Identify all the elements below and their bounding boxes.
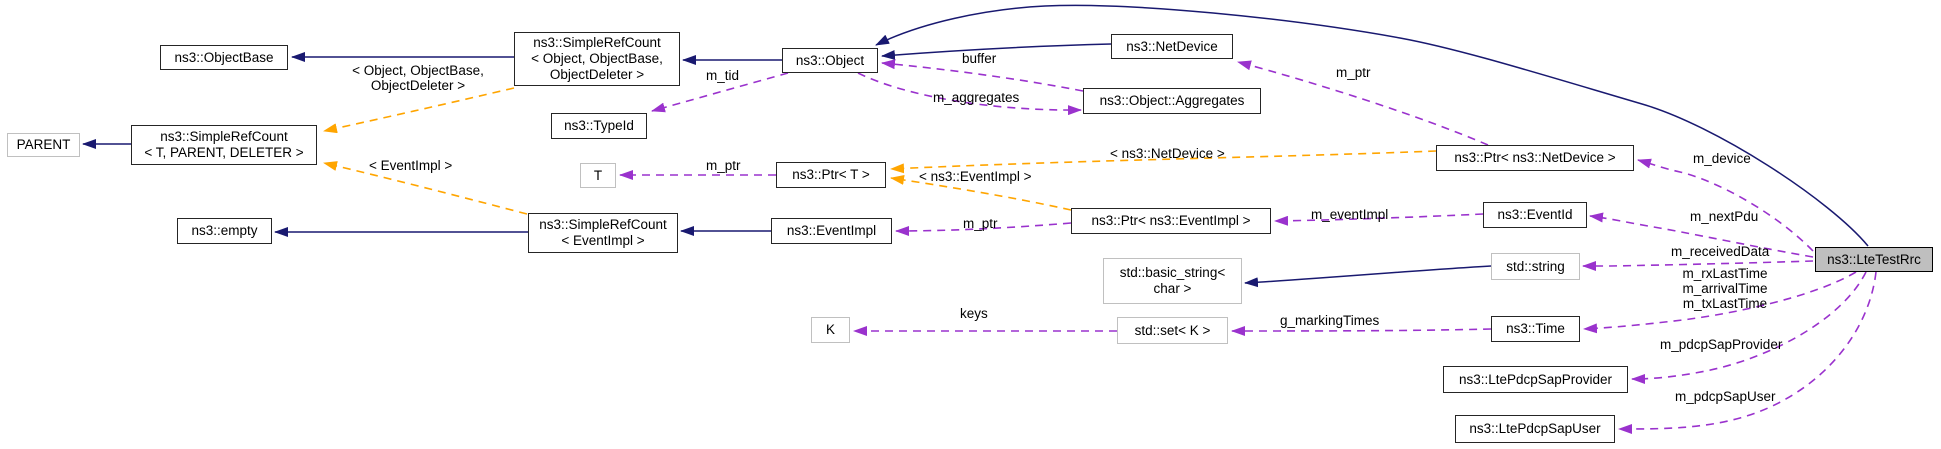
edge-label-m-ptr-t: m_ptr [706, 158, 741, 173]
node-label: < EventImpl > [561, 233, 645, 248]
node-label: < Object, ObjectBase, [531, 51, 663, 66]
node-simplerefcount-t[interactable]: ns3::SimpleRefCount < T, PARENT, DELETER… [131, 125, 317, 165]
edge-label-template-eventimpl: < EventImpl > [369, 158, 453, 173]
edge-m-aggregates [857, 72, 1082, 116]
node-label: ns3::LtePdcpSapUser [1469, 421, 1601, 436]
node-label: ns3::Object::Aggregates [1099, 93, 1245, 108]
node-label: ns3::SimpleRefCount [539, 217, 667, 232]
node-label: ns3::Ptr< T > [792, 167, 870, 182]
edge-label-template-netdevice: < ns3::NetDevice > [1110, 146, 1225, 161]
node-label: ns3::SimpleRefCount [160, 129, 288, 144]
node-label: ns3::Ptr< ns3::EventImpl > [1091, 213, 1251, 228]
node-label: ns3::ObjectBase [174, 49, 274, 65]
node-ptr-netdevice[interactable]: ns3::Ptr< ns3::NetDevice > [1436, 145, 1634, 171]
edge-label-template-eventimpl2: < ns3::EventImpl > [919, 169, 1032, 184]
node-label: char > [1153, 281, 1192, 296]
edge-m-eventimpl [1274, 213, 1484, 226]
node-label: < T, PARENT, DELETER > [144, 145, 304, 160]
node-t: T [580, 163, 616, 188]
node-label: ns3::LtePdcpSapProvider [1458, 371, 1613, 387]
node-label: ns3::EventImpl [786, 223, 877, 238]
edge-label-m-aggregates: m_aggregates [933, 90, 1020, 105]
edge-m-ptr-eventimpl [895, 222, 1072, 236]
node-label: std::basic_string< [1119, 265, 1226, 280]
node-label: std::set< K > [1134, 322, 1211, 338]
node-simplerefcount-object[interactable]: ns3::SimpleRefCount < Object, ObjectBase… [514, 32, 680, 86]
node-ltetestrrc: ns3::LteTestRrc [1815, 247, 1933, 272]
edge-label-line: < Object, ObjectBase, [352, 63, 484, 78]
edge-buffer [881, 59, 1084, 92]
node-label: ObjectDeleter > [549, 67, 645, 82]
node-time[interactable]: ns3::Time [1491, 316, 1580, 342]
node-object-aggregates[interactable]: ns3::Object::Aggregates [1083, 88, 1261, 114]
edge-m-pdcpsapuser [1618, 271, 1877, 434]
edge-tpl-ptr-netdevice [890, 150, 1437, 174]
edge-label-m-ptr-eventimpl: m_ptr [963, 216, 998, 231]
edge-tpl-src-eventimpl [323, 161, 528, 215]
edge-label-m-nextpdu: m_nextPdu [1690, 209, 1759, 224]
edge-label-template-object: < Object, ObjectBase, ObjectDeleter > [346, 63, 490, 93]
edge-label-m-device: m_device [1693, 151, 1751, 166]
node-label: K [825, 322, 835, 337]
edge-string-to-basic-string [1244, 265, 1492, 288]
node-object[interactable]: ns3::Object [782, 48, 878, 73]
node-typeid[interactable]: ns3::TypeId [551, 113, 647, 139]
edge-m-times [1583, 271, 1857, 334]
node-ltepdcpsapprovider[interactable]: ns3::LtePdcpSapProvider [1443, 366, 1628, 393]
node-objectbase[interactable]: ns3::ObjectBase [160, 45, 288, 70]
edge-m-receiveddata [1582, 260, 1814, 271]
node-label: ns3::TypeId [564, 118, 634, 133]
node-label: ns3::Ptr< ns3::NetDevice > [1454, 150, 1616, 165]
edge-label-m-times: m_rxLastTime m_arrivalTime m_txLastTime [1665, 266, 1785, 311]
edge-label-m-pdcpsapuser: m_pdcpSapUser [1675, 389, 1776, 404]
node-label: T [593, 167, 603, 183]
edge-label-keys: keys [960, 306, 988, 321]
edge-tpl-ptr-eventimpl [890, 175, 1072, 211]
node-label: ns3::Object [795, 52, 865, 68]
edge-label-line: m_arrivalTime [1682, 281, 1768, 296]
edge-label-m-receiveddata: m_receivedData [1671, 244, 1770, 259]
node-eventid[interactable]: ns3::EventId [1483, 202, 1587, 228]
node-basic-string: std::basic_string< char > [1103, 258, 1242, 304]
node-label: ns3::LteTestRrc [1827, 251, 1921, 267]
node-set-k: std::set< K > [1117, 317, 1228, 344]
edge-ltetestrrc-to-object [875, 4, 1869, 247]
edge-m-device [1637, 158, 1814, 252]
edge-m-pdcpsapprovider [1631, 271, 1867, 384]
node-ltepdcpsapuser[interactable]: ns3::LtePdcpSapUser [1455, 415, 1615, 443]
node-label: ns3::EventId [1497, 207, 1573, 222]
edge-label-g-markingtimes: g_markingTimes [1280, 313, 1380, 328]
node-string: std::string [1491, 253, 1580, 280]
edge-m-nextpdu [1589, 212, 1814, 258]
node-ptr-eventimpl[interactable]: ns3::Ptr< ns3::EventImpl > [1071, 208, 1271, 234]
edge-g-markingtimes [1231, 325, 1492, 336]
node-label: ns3::SimpleRefCount [533, 35, 661, 50]
node-label: std::string [1506, 258, 1565, 274]
edge-m-ptr-netdevice [1237, 60, 1489, 146]
node-parent: PARENT [7, 133, 80, 157]
node-label: PARENT [16, 137, 71, 152]
edge-label-m-tid: m_tid [706, 68, 740, 83]
edge-label-line: m_txLastTime [1682, 296, 1768, 311]
node-label: ns3::Time [1506, 321, 1565, 336]
edge-label-line: ObjectDeleter > [370, 78, 466, 93]
edge-netdevice-to-object [881, 43, 1112, 60]
edge-label-m-pdcpsapprovider: m_pdcpSapProvider [1660, 337, 1783, 352]
edge-label-m-eventimpl: m_eventImpl [1311, 207, 1389, 222]
node-label: ns3::empty [191, 223, 258, 238]
node-k: K [811, 317, 850, 343]
edge-label-buffer: buffer [962, 51, 997, 66]
edge-label-line: m_rxLastTime [1682, 266, 1768, 281]
node-simplerefcount-eventimpl[interactable]: ns3::SimpleRefCount < EventImpl > [528, 213, 678, 253]
node-netdevice[interactable]: ns3::NetDevice [1111, 34, 1233, 59]
node-label: ns3::NetDevice [1126, 38, 1218, 54]
node-eventimpl[interactable]: ns3::EventImpl [771, 218, 892, 244]
edge-tpl-src-object [323, 87, 515, 134]
node-empty[interactable]: ns3::empty [177, 218, 272, 244]
node-ptr-t[interactable]: ns3::Ptr< T > [776, 162, 886, 188]
edge-label-m-ptr-netdevice: m_ptr [1336, 65, 1371, 80]
